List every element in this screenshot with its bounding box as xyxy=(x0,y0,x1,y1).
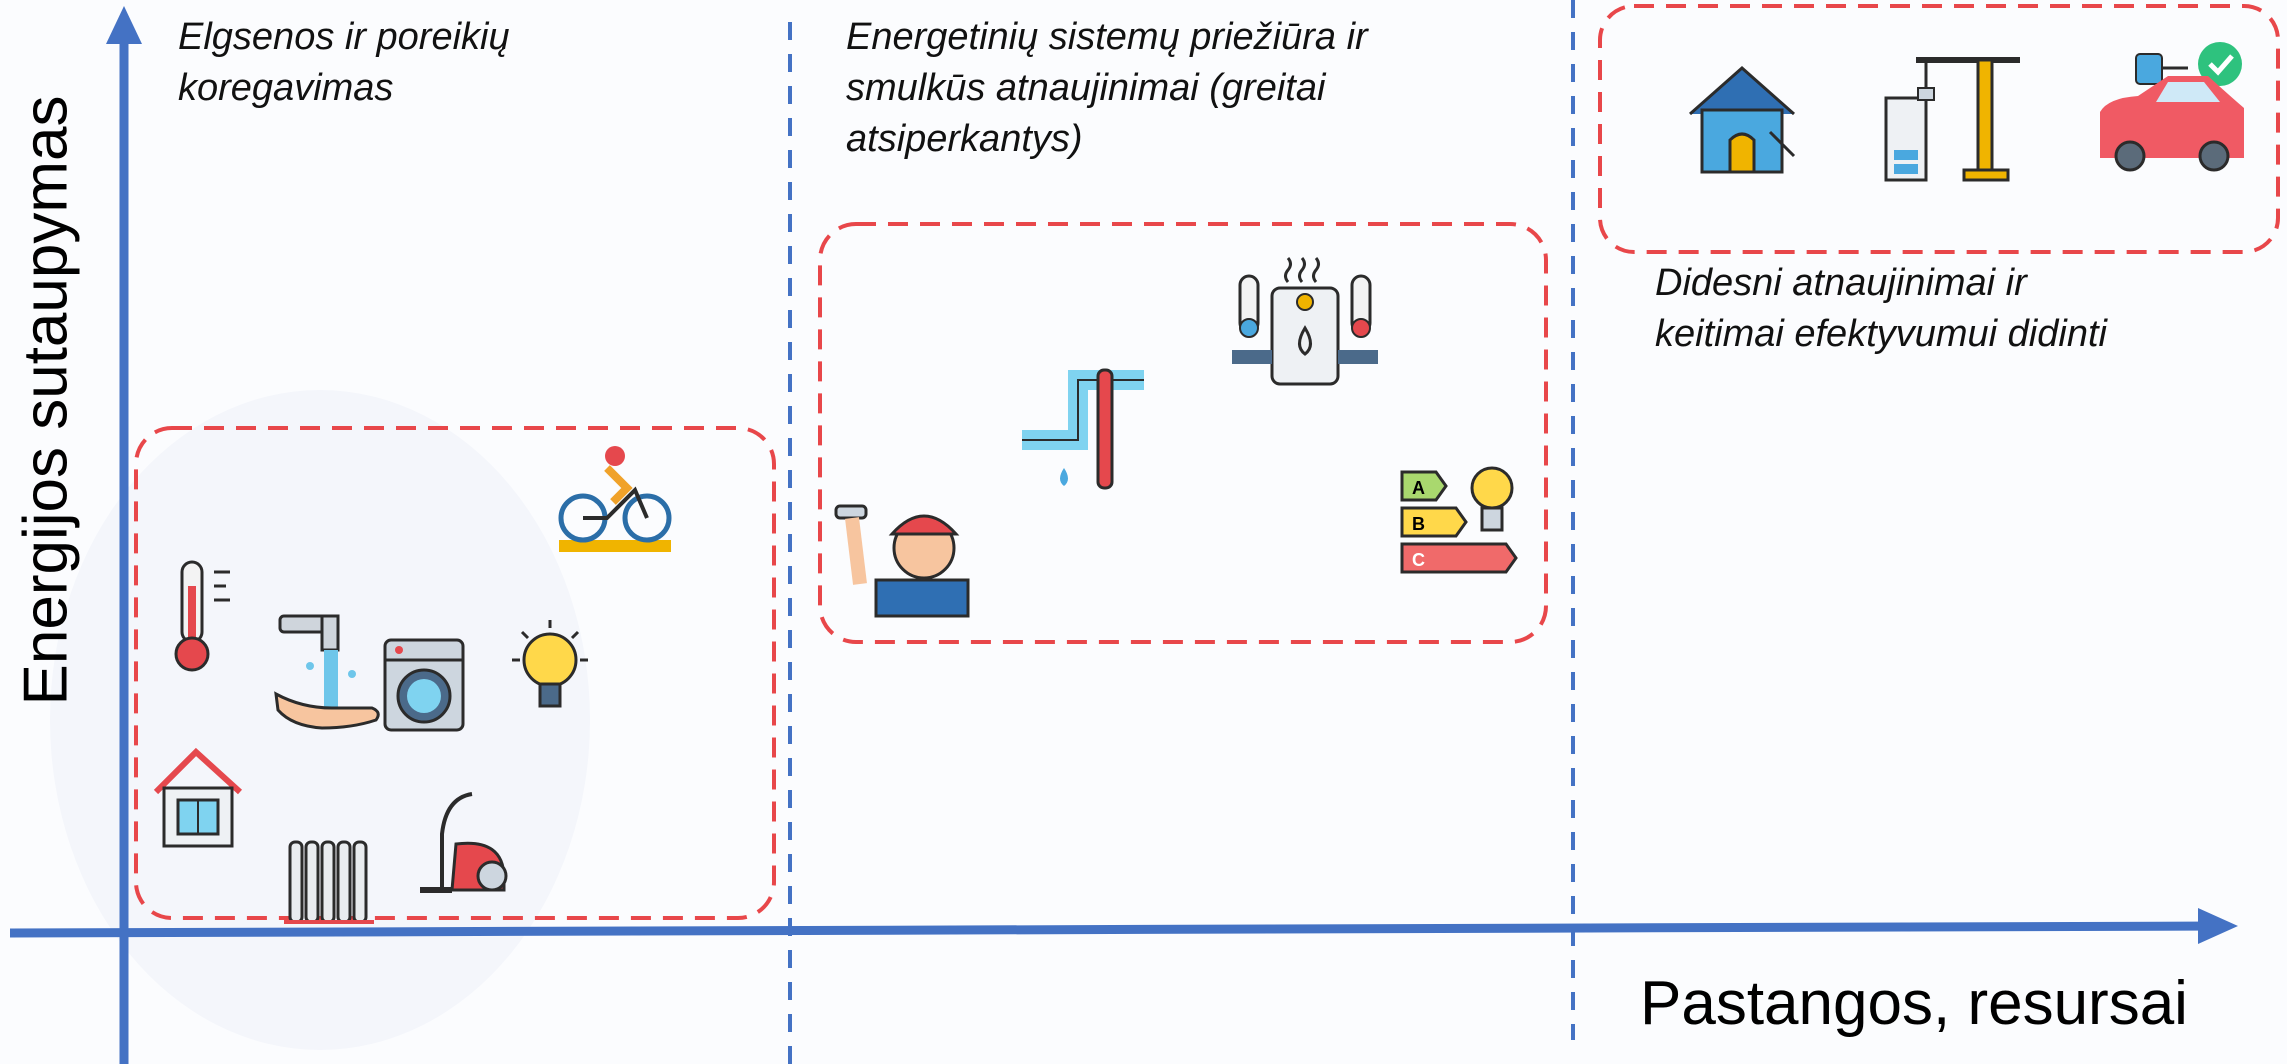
energy-label-icon: A B C xyxy=(1400,466,1518,574)
radiator-icon xyxy=(284,840,374,924)
y-axis xyxy=(106,6,142,1064)
leaking-pipe-wrench-icon xyxy=(1022,368,1144,490)
house-renovation-icon xyxy=(1689,65,1796,174)
plumber-icon xyxy=(834,504,970,618)
svg-text:C: C xyxy=(1412,550,1425,570)
zone-renovation-text: Didesni atnaujinimai ir keitimai efektyv… xyxy=(1655,262,2107,355)
svg-text:A: A xyxy=(1412,478,1425,498)
electric-car-icon xyxy=(2100,42,2244,172)
bicycle-icon xyxy=(558,446,672,552)
group-box-maintenance xyxy=(818,222,1548,644)
zone-behavior-text: Elgsenos ir poreikių koregavimas xyxy=(178,16,510,109)
y-axis-label-wrapper: Energijos sutaupymas xyxy=(8,80,84,720)
x-axis xyxy=(9,908,2238,944)
washing-machine-icon xyxy=(383,638,465,732)
y-axis-label: Energijos sutaupymas xyxy=(11,95,81,705)
light-bulb-icon xyxy=(512,620,588,708)
x-axis-label: Pastangos, resursai xyxy=(1640,969,2188,1038)
hand-washing-icon xyxy=(274,614,380,730)
svg-text:B: B xyxy=(1412,514,1425,534)
construction-crane-icon xyxy=(1884,57,2020,182)
group-box-behavior xyxy=(134,426,776,920)
water-heater-icon xyxy=(1232,257,1378,386)
group-box-renovation xyxy=(1598,4,2280,254)
vacuum-cleaner-icon xyxy=(420,792,508,893)
zone-maintenance-text: Energetinių sistemų priežiūra ir smulkūs… xyxy=(846,16,1368,160)
insulated-house-icon xyxy=(153,747,243,848)
thermometer-icon xyxy=(174,560,230,672)
